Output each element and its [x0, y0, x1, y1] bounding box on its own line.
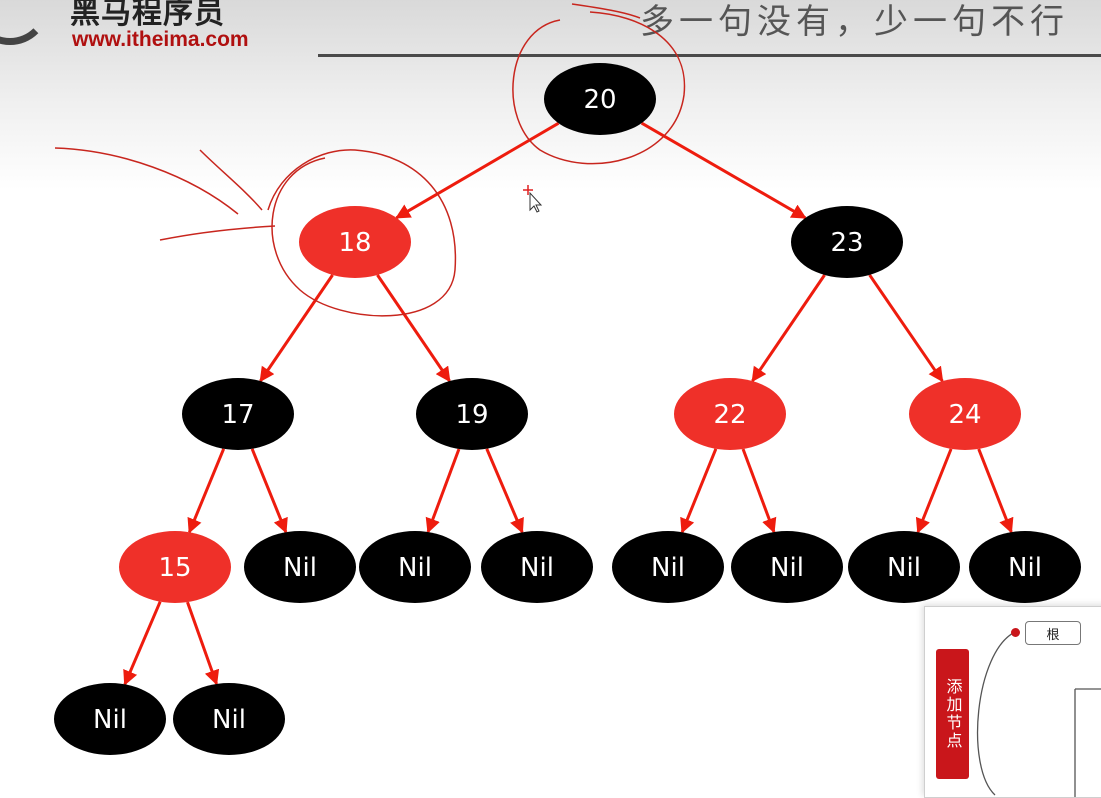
- edge-n18-n17: [259, 274, 334, 383]
- node-ellipse: [182, 378, 294, 450]
- node-label: 15: [158, 553, 191, 583]
- tree-node-nil19r: Nil: [481, 531, 593, 603]
- node-label: Nil: [398, 553, 432, 583]
- add-node-button[interactable]: 添加节点: [936, 649, 969, 779]
- node-ellipse: [731, 531, 843, 603]
- annotation-circle-root: [512, 11, 686, 165]
- edge-n24-nil24r: [977, 448, 1014, 534]
- annotation-stroke-1: [54, 147, 239, 215]
- header-divider: [318, 54, 1101, 57]
- node-ellipse: [359, 531, 471, 603]
- root-node-chip[interactable]: 根: [1025, 621, 1081, 645]
- node-ellipse: [173, 683, 285, 755]
- edges: [123, 121, 1014, 686]
- edge-n24-nil24l: [915, 448, 953, 534]
- tree-node-n19: 19: [416, 378, 528, 450]
- tree-node-n24: 24: [909, 378, 1021, 450]
- tree-node-nil22r: Nil: [731, 531, 843, 603]
- node-ellipse: [909, 378, 1021, 450]
- edge-n23-n22: [751, 274, 826, 383]
- node-ellipse: [969, 531, 1081, 603]
- tree-node-n22: 22: [674, 378, 786, 450]
- tree-node-nil15r: Nil: [173, 683, 285, 755]
- side-panel: 添加节点 根: [924, 606, 1101, 798]
- node-ellipse: [674, 378, 786, 450]
- node-ellipse: [481, 531, 593, 603]
- node-label: 24: [948, 400, 981, 430]
- node-label: Nil: [770, 553, 804, 583]
- tree-node-n18: 18: [299, 206, 411, 278]
- edge-n23-n24: [868, 274, 944, 383]
- edge-n20-n18: [395, 121, 560, 220]
- annotation-stroke-4: [571, 3, 641, 19]
- node-label: 18: [338, 228, 371, 258]
- node-ellipse: [299, 206, 411, 278]
- edge-n15-nil15l: [123, 601, 162, 686]
- tree-node-n20: 20: [544, 63, 656, 135]
- logo-name: 黑马程序员: [70, 0, 225, 31]
- node-label: Nil: [651, 553, 685, 583]
- node-ellipse: [416, 378, 528, 450]
- edge-n18-n19: [376, 274, 451, 383]
- edge-n17-n15: [187, 448, 226, 534]
- tree-node-nil15l: Nil: [54, 683, 166, 755]
- edge-n22-nil22r: [741, 448, 777, 534]
- edge-n15-nil15r: [186, 601, 220, 686]
- node-label: 22: [713, 400, 746, 430]
- node-label: Nil: [93, 705, 127, 735]
- tree-node-n15: 15: [119, 531, 231, 603]
- edge-n20-n23: [640, 121, 807, 220]
- tree-node-n23: 23: [791, 206, 903, 278]
- node-label: Nil: [520, 553, 554, 583]
- edge-n22-nil22l: [680, 448, 718, 534]
- tree-node-nil22l: Nil: [612, 531, 724, 603]
- node-ellipse: [791, 206, 903, 278]
- node-label: 19: [455, 400, 488, 430]
- node-label: 20: [583, 85, 616, 115]
- hand-annotations: [54, 3, 686, 317]
- root-connector-dot: [1011, 628, 1020, 637]
- node-ellipse: [848, 531, 960, 603]
- node-ellipse: [544, 63, 656, 135]
- node-ellipse: [244, 531, 356, 603]
- node-label: 17: [221, 400, 254, 430]
- node-label: Nil: [1008, 553, 1042, 583]
- tree-node-nil24r: Nil: [969, 531, 1081, 603]
- annotation-stroke-3: [159, 225, 276, 241]
- logo-icon: [0, 0, 50, 45]
- logo-url: www.itheima.com: [72, 28, 249, 51]
- annotation-stroke-2: [199, 149, 263, 211]
- tree-node-nil24l: Nil: [848, 531, 960, 603]
- panel-connector-lines: [976, 631, 1101, 797]
- tree-node-nil17r: Nil: [244, 531, 356, 603]
- tree-node-nil19l: Nil: [359, 531, 471, 603]
- edge-n17-nil17r: [250, 448, 288, 534]
- node-label: Nil: [283, 553, 317, 583]
- slogan: 多一句没有，少一句不行: [640, 2, 1069, 42]
- node-label: Nil: [887, 553, 921, 583]
- node-ellipse: [119, 531, 231, 603]
- tree-node-n17: 17: [182, 378, 294, 450]
- node-ellipse: [54, 683, 166, 755]
- edge-n19-nil19r: [485, 448, 524, 534]
- node-label: 23: [830, 228, 863, 258]
- node-ellipse: [612, 531, 724, 603]
- edge-n19-nil19l: [425, 448, 461, 534]
- mouse-cursor-icon: [523, 185, 543, 213]
- annotation-circle-18: [267, 149, 457, 317]
- node-label: Nil: [212, 705, 246, 735]
